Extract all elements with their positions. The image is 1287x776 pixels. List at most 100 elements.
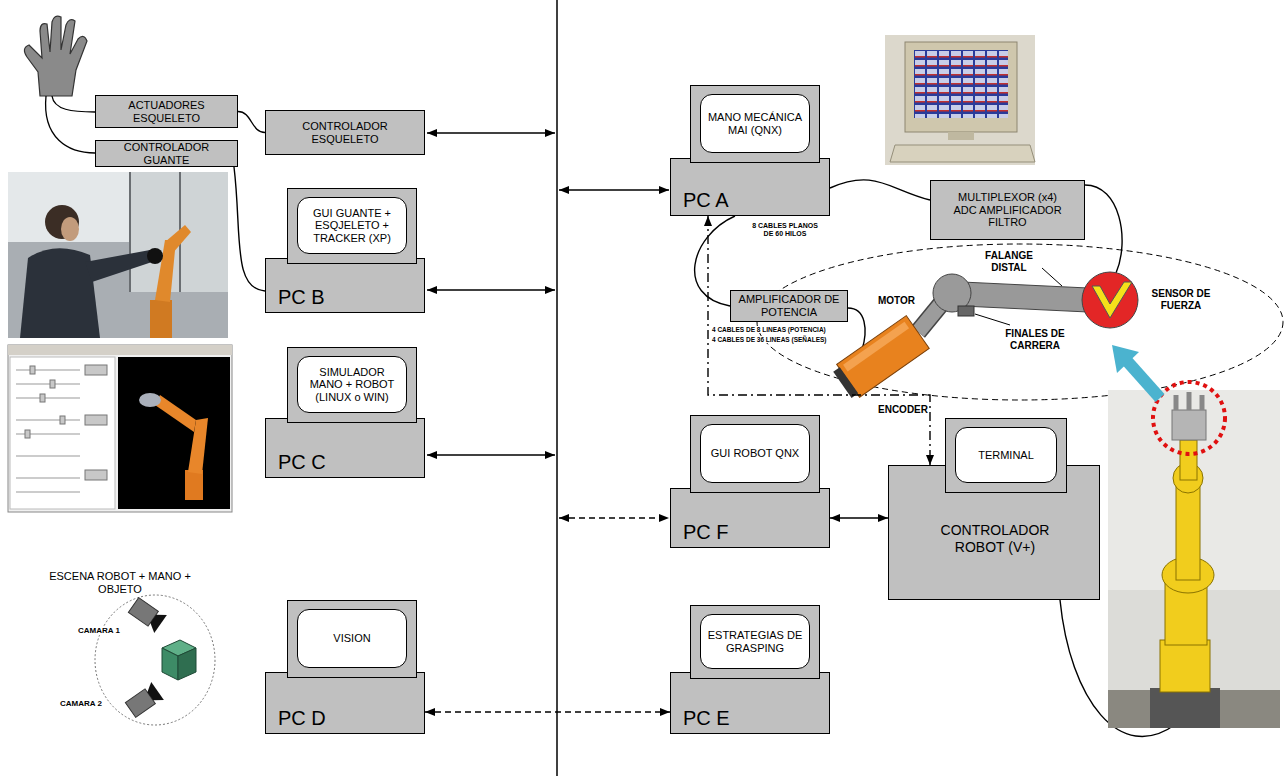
pointer-arrow [1112,345,1139,373]
simulator-screenshot [25,430,30,438]
simulator-screenshot [25,365,107,480]
scene-sketch [124,682,164,719]
cable-note: 8 CABLES PLANOS DE 60 HILOS [750,222,820,238]
part-label: ENCODER [878,404,928,416]
label-holder: PC D [278,707,326,730]
connector [234,167,265,291]
simulator-screenshot [85,365,107,375]
label-text: CAMARA 2 [60,699,102,708]
computer-photo [885,35,1035,165]
box-text: CONTROLADOR ESQUELETO [285,120,405,145]
finger-mechanism [831,272,1138,401]
simulator-screenshot [85,415,107,425]
robot-photo [1153,382,1225,454]
screen-text: SIMULADOR MANO + ROBOT (LINUX o WIN) [302,366,402,404]
leader-line [975,314,1010,325]
robot-photo [1174,395,1179,410]
simulator-screenshot [16,384,80,385]
monitor-screen: TERMINAL [955,427,1057,483]
amplifier-box: AMPLIFICADOR DE POTENCIA [730,290,848,322]
monitor: MANO MECÁNICA MAI (QNX) [690,85,820,163]
robot-photo [1172,410,1206,440]
box-text: CONTROLADOR GUANTE [102,141,231,166]
monitor: GUI GUANTE + ESQJELETO + TRACKER (XP) [287,188,417,264]
computer-label: CONTROLADOR ROBOT (V+) [938,522,1053,556]
finger-mechanism [843,322,909,372]
simulator-screenshot [118,357,230,509]
part-label: MOTOR [878,295,915,307]
simulator-screenshot [8,345,232,512]
computer-label: PC C [278,451,326,474]
leader-line [1042,268,1062,286]
monitor: ESTRATEGIAS DE GRASPING [690,605,820,679]
operator-photo [130,172,228,292]
monitor-screen: MANO MECÁNICA MAI (QNX) [700,94,810,153]
monitor-screen: ESTRATEGIAS DE GRASPING [700,614,810,669]
operator-photo [165,225,191,254]
controller-box: CONTROLADOR GUANTE [95,140,238,167]
computer: PC DVISION [265,600,425,734]
simulator-screenshot [10,357,115,509]
finger-mechanism [958,306,974,316]
controller-box: CONTROLADOR ESQUELETO [265,110,425,155]
connector [830,180,930,200]
signal-box: MULTIPLEXOR (x4) ADC AMPLIFICADOR FILTRO [930,180,1085,240]
computer-base: PC C [265,418,425,478]
connector [830,517,888,518]
leader-line [975,268,1062,325]
box-text: ACTUADORES ESQUELETO [112,99,222,124]
finger-mechanism [1082,272,1138,328]
label-text: FINALES DE CARRERA [1005,328,1064,351]
label-text: SENSOR DE FUERZA [1152,288,1211,311]
finger-mechanism [1092,282,1132,318]
label-text: ESCENA ROBOT + MANO + OBJETO [49,570,191,595]
computer: PC B GUI GUANTE + ESQJELETO + TRACKER (XP… [265,188,425,313]
connector [425,711,670,712]
camera-label: CAMARA 2 [60,699,102,708]
screen-text: TERMINAL [978,449,1034,462]
operator-photo [147,248,163,264]
simulator-screenshot [60,416,65,424]
network-link [559,189,669,190]
finger-region [757,244,1283,400]
robot-photo [1180,440,1197,480]
label-text: 4 CABLES DE 8 LINEAS (POTENCIA) [712,326,826,333]
label-holder: PC A [683,189,729,212]
operator-photo [61,217,79,241]
part-label: FINALES DE CARRERA [990,328,1080,351]
computer-base: PC F [670,488,830,548]
network-link [559,517,669,518]
screen-text: ESTRATEGIAS DE GRASPING [705,629,805,654]
finger-mechanism [831,316,929,402]
operator-photo [129,172,131,292]
connector [695,216,735,306]
simulator-screenshot [16,370,80,371]
screen-text: MANO MECÁNICA MAI (QNX) [705,111,805,136]
label-holder: PC E [683,707,730,730]
scene-title: ESCENA ROBOT + MANO + OBJETO [45,570,195,595]
simulator-screenshot [16,420,80,421]
glove-icon [46,96,95,153]
scene-sketch [178,648,196,680]
label-text: FALANGE DISTAL [985,250,1033,273]
pointer-arrow [1127,361,1160,398]
monitor: TERMINAL [945,418,1067,493]
scene-sketch [95,595,215,725]
simulator-screenshot [40,394,45,402]
scene-sketch [147,610,167,633]
screen-text: GUI GUANTE + ESQJELETO + TRACKER (XP) [302,207,402,245]
computer-base: PC B [265,258,425,313]
glove-icon [24,16,95,153]
monitor-screen: GUI GUANTE + ESQJELETO + TRACKER (XP) [297,197,407,254]
computer-photo [914,50,1008,118]
label-text: 8 CABLES PLANOS DE 60 HILOS [752,222,818,237]
computer-label: PC B [278,286,325,309]
network-divider [557,0,558,776]
camera-label: CAMARA 1 [78,626,120,635]
operator-photo [85,250,152,282]
label-text: CAMARA 1 [78,626,120,635]
simulator-screenshot [16,398,80,399]
computer: PC C SIMULADOR MANO + ROBOT (LINUX o WIN) [265,347,425,478]
robot-photo [1176,482,1200,580]
